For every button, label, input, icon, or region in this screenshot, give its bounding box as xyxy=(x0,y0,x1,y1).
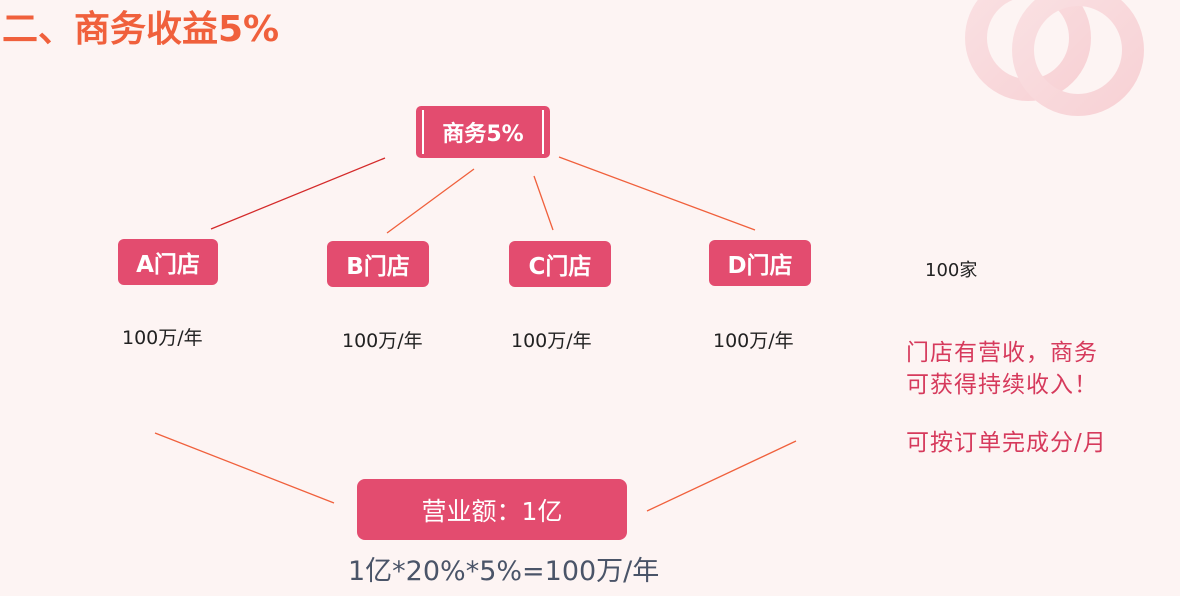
page-title: 二、商务收益5% xyxy=(2,9,280,50)
connector-root-a xyxy=(210,157,386,230)
connector-right-revenue xyxy=(646,440,797,512)
note-line-2: 可获得持续收入！ xyxy=(906,372,1098,398)
store-node-b: B门店 xyxy=(327,241,429,287)
revenue-label: 营业额：1亿 xyxy=(421,496,563,526)
store-node-d: D门店 xyxy=(709,240,811,286)
store-label: B门店 xyxy=(346,254,410,280)
store-count: 100家 xyxy=(925,260,978,281)
decorative-rings-icon xyxy=(965,0,1144,116)
store-revenue-a: 100万/年 xyxy=(122,327,203,349)
note-line-1: 门店有营收，商务 xyxy=(906,340,1098,366)
store-revenue-c: 100万/年 xyxy=(511,330,592,352)
store-revenue-d: 100万/年 xyxy=(713,330,794,352)
store-node-c: C门店 xyxy=(509,241,611,287)
connector-left-revenue xyxy=(154,432,335,504)
root-node: 商务5% xyxy=(416,106,550,158)
store-label: D门店 xyxy=(727,253,793,279)
connector-root-d xyxy=(558,156,756,231)
revenue-node: 营业额：1亿 xyxy=(357,479,627,540)
connector-root-c xyxy=(533,175,554,231)
store-label: C门店 xyxy=(528,254,592,280)
connector-root-b xyxy=(386,168,475,234)
root-node-label: 商务5% xyxy=(442,122,524,147)
formula-text: 1亿*20%*5%=100万/年 xyxy=(348,556,660,587)
store-node-a: A门店 xyxy=(118,239,218,285)
store-revenue-b: 100万/年 xyxy=(342,330,423,352)
store-label: A门店 xyxy=(136,252,200,278)
note-line-3: 可按订单完成分/月 xyxy=(906,430,1107,456)
